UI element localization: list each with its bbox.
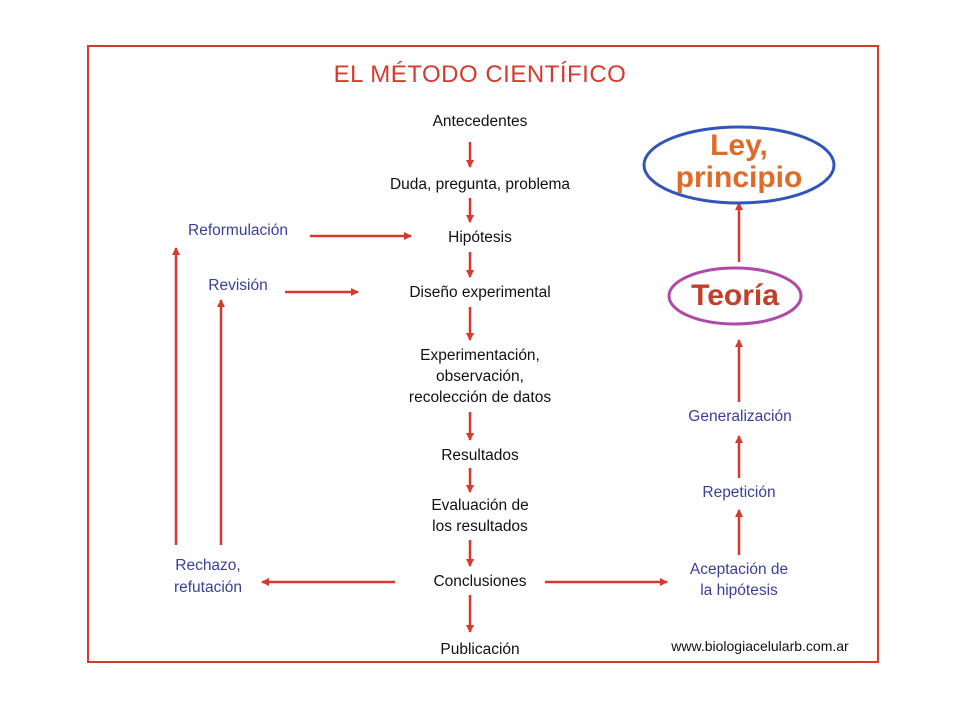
step-evaluacion-line-2: los resultados: [432, 518, 528, 535]
step-antecedentes: Antecedentes: [432, 113, 528, 130]
teoria-ellipse: [667, 266, 803, 326]
step-duda: Duda, pregunta, problema: [389, 176, 571, 193]
diagram-frame: [87, 45, 879, 663]
step-experimentacion-line-2: observación,: [436, 368, 524, 385]
label-rechazo-line-2: refutación: [173, 579, 243, 596]
label-aceptacion-line-1: Aceptación de: [689, 561, 789, 578]
label-revision: Revisión: [208, 277, 268, 294]
source-url: www.biologiacelularb.com.ar: [671, 638, 849, 654]
step-conclusiones: Conclusiones: [433, 573, 527, 590]
ley-ellipse: [642, 125, 836, 205]
diagram-title: EL MÉTODO CIENTÍFICO: [333, 61, 627, 88]
label-aceptacion-line-2: la hipótesis: [700, 582, 778, 599]
label-teoria: Teoría: [691, 279, 779, 312]
step-publicacion: Publicación: [440, 641, 520, 658]
label-repeticion: Repetición: [702, 484, 776, 501]
step-resultados: Resultados: [441, 447, 519, 464]
label-rechazo-line-1: Rechazo,: [175, 557, 241, 574]
label-generalizacion: Generalización: [688, 408, 792, 425]
label-ley-line-1: Ley,: [710, 129, 768, 162]
step-experimentacion-line-3: recolección de datos: [408, 389, 552, 406]
step-hipotesis: Hipótesis: [448, 229, 512, 246]
step-diseno: Diseño experimental: [409, 284, 551, 301]
label-ley-line-2: principio: [675, 161, 803, 194]
step-evaluacion-line-1: Evaluación de: [431, 497, 529, 514]
step-experimentacion-line-1: Experimentación,: [420, 347, 540, 364]
label-reformulacion: Reformulación: [188, 222, 288, 239]
